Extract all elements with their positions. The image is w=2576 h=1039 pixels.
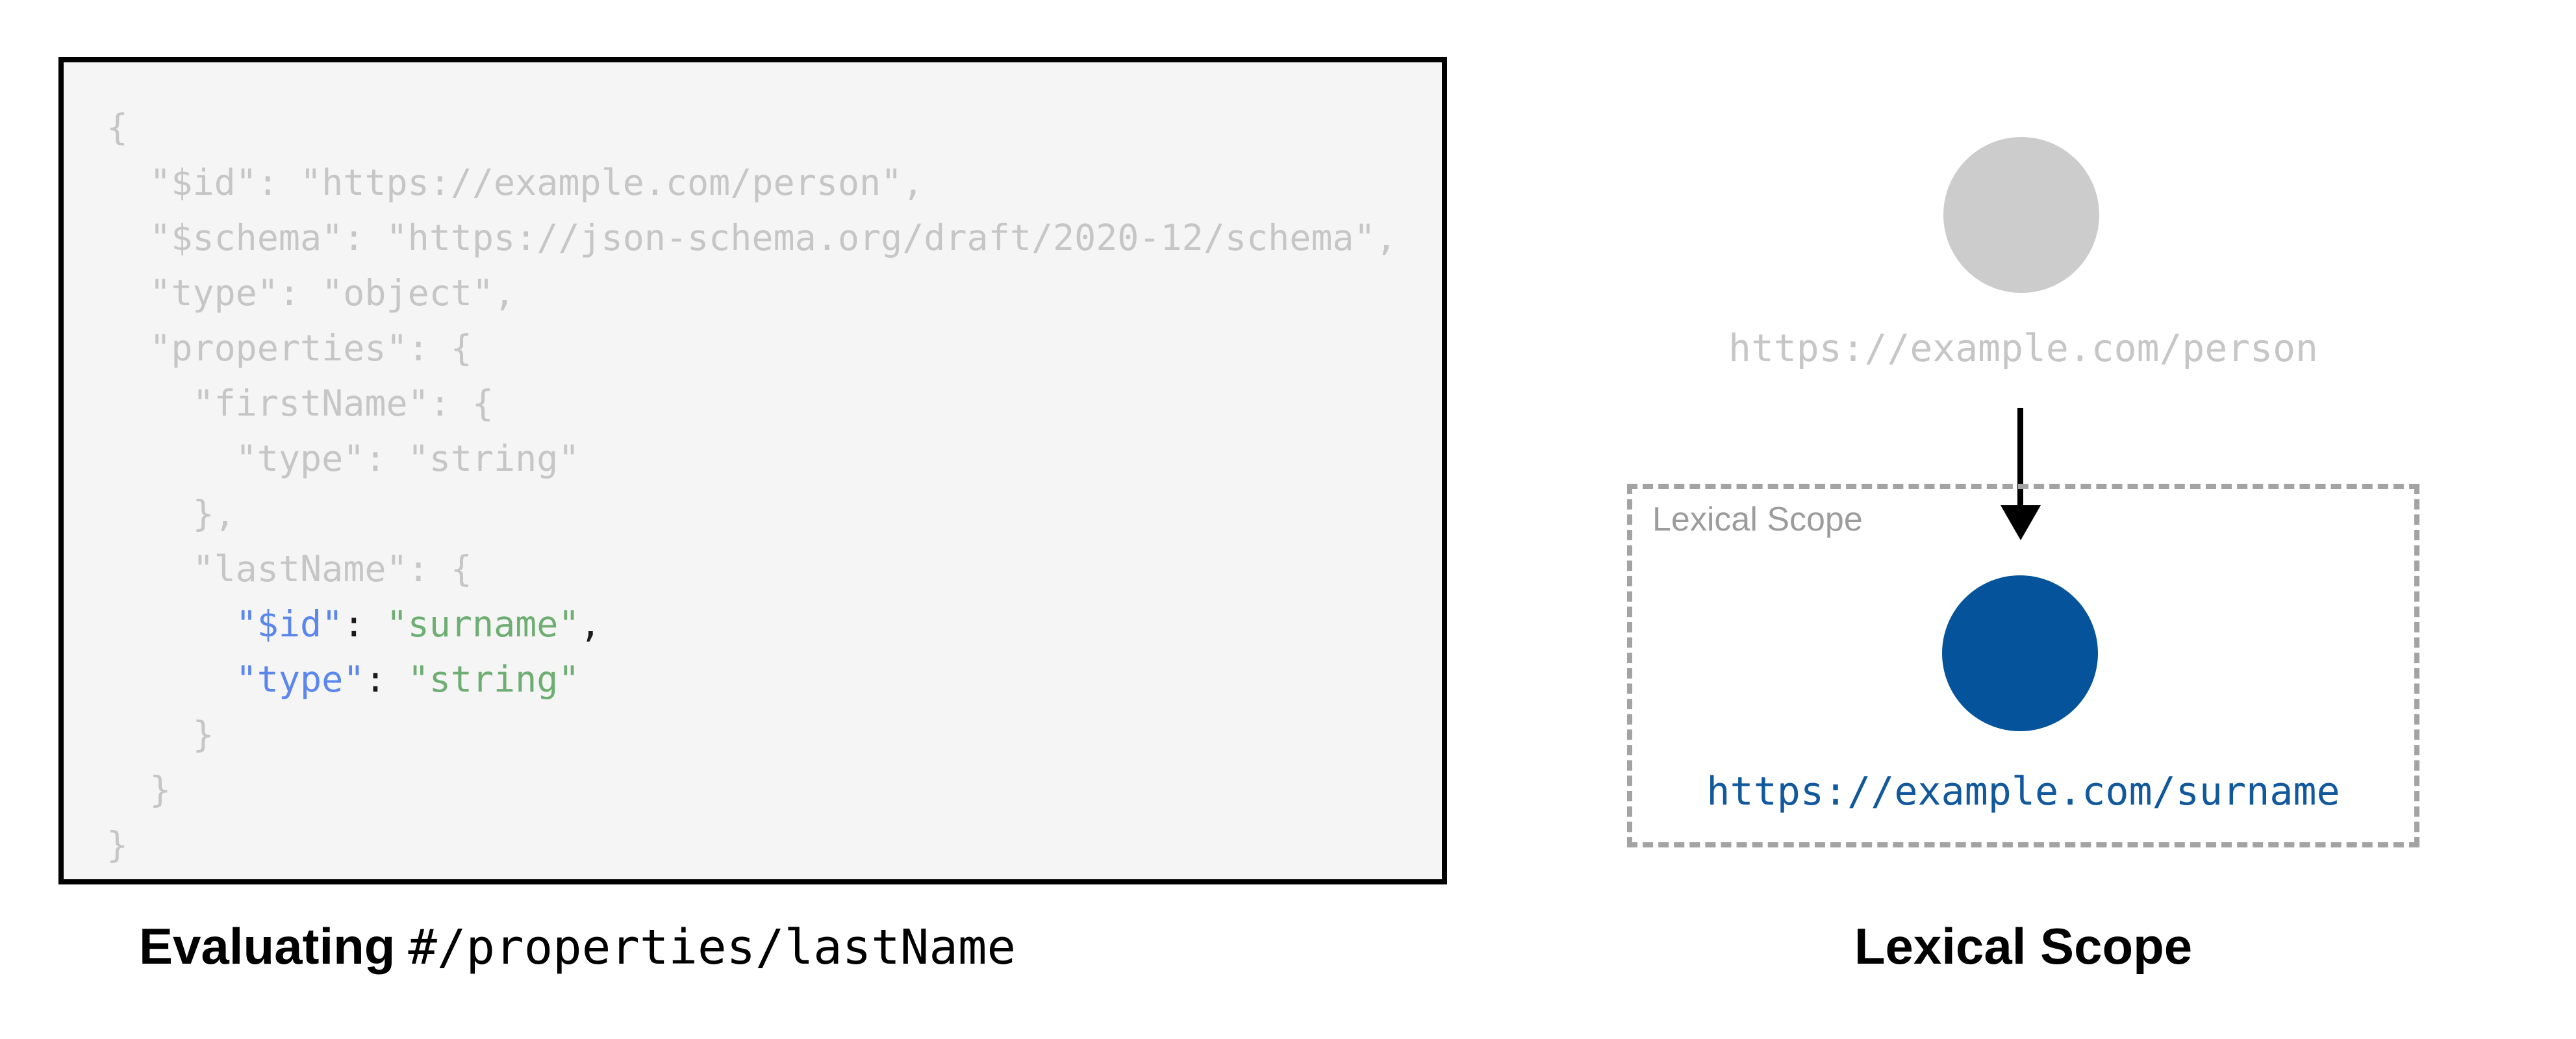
schema-code-block: { "$id": "https://example.com/person", "…	[58, 57, 1447, 884]
code-line: },	[107, 493, 236, 534]
code-line: "properties": {	[107, 327, 472, 369]
code-line: "$schema": "https://json-schema.org/draf…	[107, 217, 1397, 258]
code-line: "type": "object",	[107, 272, 516, 314]
code-line: "type": "string"	[235, 658, 580, 700]
arrow-head	[2001, 505, 2041, 540]
code-line: }	[107, 824, 129, 866]
code-lines: { "$id": "https://example.com/person", "…	[107, 100, 1422, 873]
right-caption: Lexical Scope	[1854, 918, 2193, 975]
code-line: "firstName": {	[107, 382, 494, 424]
embedded-schema-uri: https://example.com/surname	[1706, 769, 2340, 814]
code-line: }	[107, 769, 171, 810]
caption-evaluating-label: Evaluating	[139, 918, 396, 975]
code-line: }	[107, 714, 214, 755]
code-line: "$id": "surname",	[235, 603, 601, 645]
arrow-shaft	[2017, 408, 2023, 507]
lexical-scope-box	[1627, 484, 2419, 847]
parent-schema-uri: https://example.com/person	[1728, 326, 2318, 370]
embedded-schema-node-icon	[1942, 575, 2098, 731]
left-caption: Evaluating #/properties/lastName	[139, 917, 1016, 976]
code-line: "type": "string"	[107, 438, 580, 479]
code-line: "$id": "https://example.com/person",	[107, 162, 924, 203]
parent-schema-node-icon	[1943, 137, 2099, 293]
code-line: "lastName": {	[107, 548, 472, 590]
caption-json-pointer: #/properties/lastName	[408, 920, 1017, 975]
lexical-scope-box-label: Lexical Scope	[1652, 501, 1863, 538]
code-line: {	[107, 106, 129, 148]
